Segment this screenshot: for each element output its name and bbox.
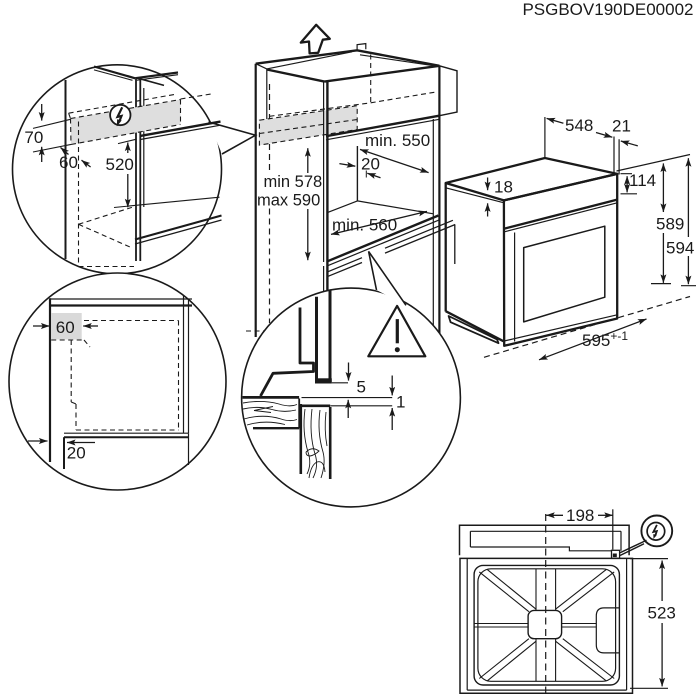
svg-text:589: 589	[656, 215, 684, 234]
svg-text:20: 20	[361, 155, 380, 174]
svg-text:60: 60	[59, 153, 78, 172]
svg-text:60: 60	[56, 318, 75, 337]
svg-text:PSGBOV190DE00002: PSGBOV190DE00002	[522, 0, 693, 19]
svg-text:21: 21	[612, 117, 631, 136]
svg-text:18: 18	[494, 178, 513, 197]
svg-text:198: 198	[566, 506, 594, 525]
svg-text:548: 548	[565, 116, 593, 135]
svg-text:1: 1	[396, 393, 405, 412]
svg-text:114: 114	[629, 171, 656, 190]
svg-text:70: 70	[24, 128, 43, 147]
svg-text:520: 520	[106, 155, 134, 174]
svg-text:min 578: min 578	[264, 173, 323, 191]
svg-text:523: 523	[648, 604, 676, 623]
svg-text:594: 594	[666, 239, 694, 258]
svg-text:5: 5	[357, 378, 366, 397]
svg-text:20: 20	[67, 444, 86, 463]
svg-text:max 590: max 590	[257, 192, 320, 210]
svg-text:min. 550: min. 550	[365, 131, 430, 150]
